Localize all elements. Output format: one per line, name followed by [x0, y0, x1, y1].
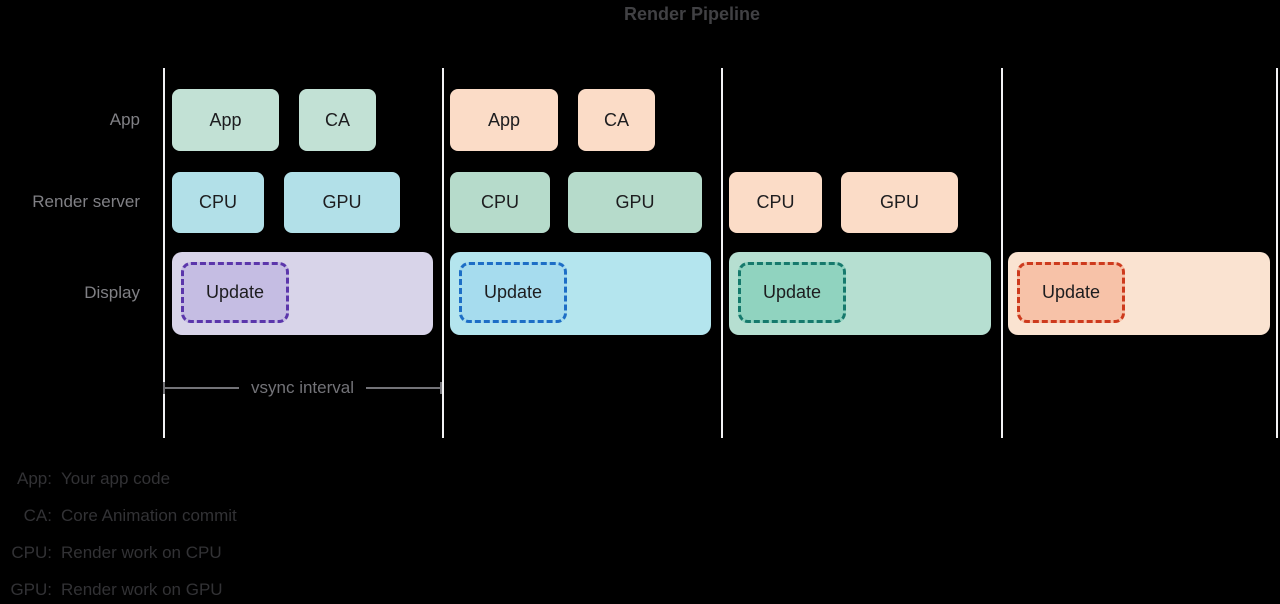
vsync-interval-measure: vsync interval [163, 378, 443, 397]
legend-definition: Core Animation commit [61, 505, 237, 525]
interval-2-update-box: Update [459, 262, 567, 323]
vsync-line-2 [442, 68, 444, 438]
vsync-line-5 [1276, 68, 1278, 438]
legend: App: Your app code CA: Core Animation co… [6, 460, 237, 604]
legend-term: CA: [23, 505, 52, 525]
row-label-app: App [109, 110, 140, 129]
legend-term: GPU: [10, 579, 52, 599]
interval-1-display-bar: Update [172, 252, 433, 335]
interval-2-cpu-box: CPU [450, 172, 550, 233]
interval-3-cpu-box: CPU [729, 172, 822, 233]
interval-1-cpu-box: CPU [172, 172, 264, 233]
legend-term: App: [17, 468, 52, 488]
interval-3-display-bar: Update [729, 252, 991, 335]
measure-left-tick [163, 382, 165, 394]
interval-2-display-bar: Update [450, 252, 711, 335]
measure-right-tick [440, 382, 443, 394]
vsync-line-3 [721, 68, 723, 438]
vsync-line-1 [163, 68, 165, 438]
vsync-interval-label: vsync interval [251, 378, 354, 397]
legend-item-ca: CA: Core Animation commit [6, 497, 237, 534]
legend-item-gpu: GPU: Render work on GPU [6, 571, 237, 604]
interval-3-update-box: Update [738, 262, 846, 323]
measure-right-line [366, 387, 441, 389]
interval-3-gpu-box: GPU [841, 172, 958, 233]
legend-item-app: App: Your app code [6, 460, 237, 497]
legend-term: CPU: [11, 542, 52, 562]
row-label-render-server: Render server [32, 192, 140, 211]
legend-definition: Render work on CPU [61, 542, 222, 562]
legend-definition: Render work on GPU [61, 579, 223, 599]
legend-item-cpu: CPU: Render work on CPU [6, 534, 237, 571]
row-label-display: Display [84, 283, 140, 302]
diagram-title: Render Pipeline [623, 4, 761, 24]
legend-definition: Your app code [61, 468, 171, 488]
interval-2-ca-box: CA [578, 89, 655, 151]
interval-2-app-box: App [450, 89, 558, 151]
interval-1-ca-box: CA [299, 89, 376, 151]
interval-4-display-bar: Update [1008, 252, 1270, 335]
interval-1-app-box: App [172, 89, 279, 151]
interval-4-update-box: Update [1017, 262, 1125, 323]
interval-2-gpu-box: GPU [568, 172, 702, 233]
interval-1-gpu-box: GPU [284, 172, 400, 233]
measure-left-line [165, 387, 240, 389]
vsync-line-4 [1001, 68, 1003, 438]
interval-1-update-box: Update [181, 262, 289, 323]
